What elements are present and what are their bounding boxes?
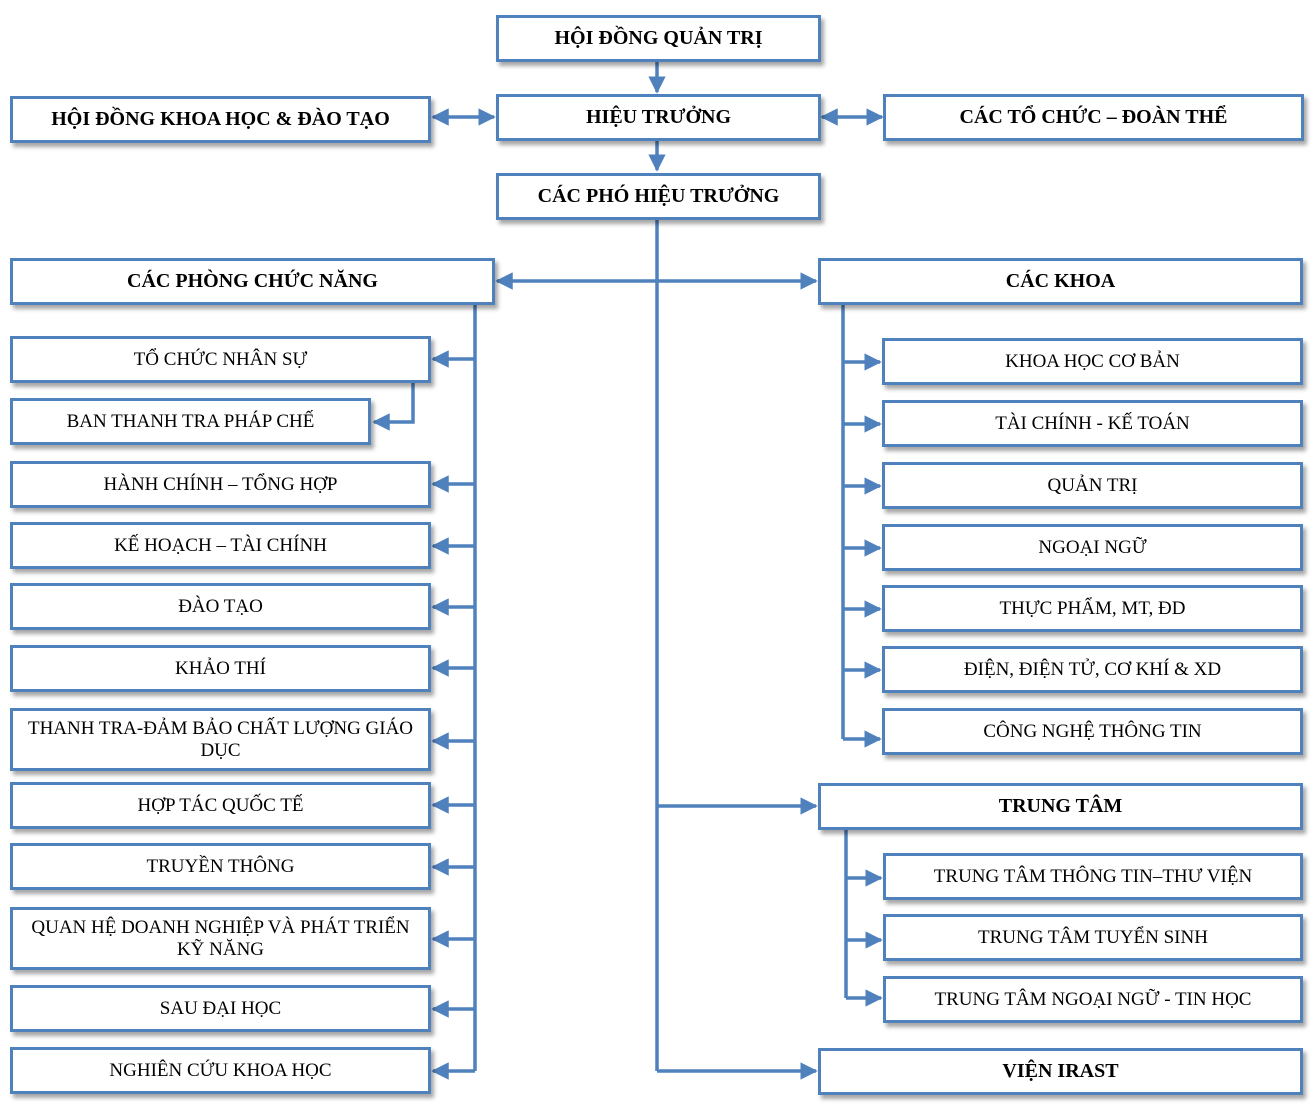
rector-box: HIỆU TRƯỞNG bbox=[496, 94, 821, 141]
departments-title: CÁC PHÒNG CHỨC NĂNG bbox=[127, 270, 378, 292]
departments-header: CÁC PHÒNG CHỨC NĂNG bbox=[10, 258, 495, 305]
center-item: TRUNG TÂM THÔNG TIN–THƯ VIỆN bbox=[883, 853, 1303, 900]
faculty-item: NGOẠI NGỮ bbox=[882, 524, 1303, 571]
department-item: NGHIÊN CỨU KHOA HỌC bbox=[10, 1047, 431, 1094]
center-item: TRUNG TÂM NGOẠI NGỮ - TIN HỌC bbox=[883, 976, 1303, 1023]
vice-rectors-box: CÁC PHÓ HIỆU TRƯỞNG bbox=[496, 173, 821, 220]
rector-label: HIỆU TRƯỞNG bbox=[585, 106, 732, 128]
organizations-box: CÁC TỔ CHỨC – ĐOÀN THỂ bbox=[883, 94, 1304, 141]
faculty-item: THỰC PHẨM, MT, ĐD bbox=[882, 585, 1303, 632]
department-item: KẾ HOẠCH – TÀI CHÍNH bbox=[10, 522, 431, 569]
department-item: TRUYỀN THÔNG bbox=[10, 843, 431, 890]
faculties-title: CÁC KHOA bbox=[1005, 270, 1116, 292]
faculty-item: QUẢN TRỊ bbox=[882, 462, 1303, 509]
institute-title: VIỆN IRAST bbox=[1002, 1060, 1119, 1082]
center-item: TRUNG TÂM TUYỂN SINH bbox=[883, 914, 1303, 961]
faculty-item: CÔNG NGHỆ THÔNG TIN bbox=[882, 708, 1303, 755]
department-item: SAU ĐẠI HỌC bbox=[10, 985, 431, 1032]
science-council-label: HỘI ĐỒNG KHOA HỌC & ĐÀO TẠO bbox=[51, 108, 390, 130]
institute-box: VIỆN IRAST bbox=[818, 1048, 1303, 1095]
department-item: HÀNH CHÍNH – TỔNG HỢP bbox=[10, 461, 431, 508]
centers-header: TRUNG TÂM bbox=[818, 783, 1303, 830]
department-item: ĐÀO TẠO bbox=[10, 583, 431, 630]
faculty-item: TÀI CHÍNH - KẾ TOÁN bbox=[882, 400, 1303, 447]
faculties-header: CÁC KHOA bbox=[818, 258, 1303, 305]
board-box: HỘI ĐỒNG QUẢN TRỊ bbox=[496, 15, 821, 62]
department-item: THANH TRA-ĐẢM BẢO CHẤT LƯỢNG GIÁO DỤC bbox=[10, 708, 431, 771]
faculty-item: ĐIỆN, ĐIỆN TỬ, CƠ KHÍ & XD bbox=[882, 646, 1303, 693]
department-item: HỢP TÁC QUỐC TẾ bbox=[10, 782, 431, 829]
faculty-item: KHOA HỌC CƠ BẢN bbox=[882, 338, 1303, 385]
department-item: BAN THANH TRA PHÁP CHẾ bbox=[10, 398, 371, 445]
department-item: TỔ CHỨC NHÂN SỰ bbox=[10, 336, 431, 383]
department-item: QUAN HỆ DOANH NGHIỆP VÀ PHÁT TRIỂN KỸ NĂ… bbox=[10, 907, 431, 970]
organizations-label: CÁC TỔ CHỨC – ĐOÀN THỂ bbox=[959, 106, 1228, 128]
department-item: KHẢO THÍ bbox=[10, 645, 431, 692]
vice-rectors-label: CÁC PHÓ HIỆU TRƯỞNG bbox=[537, 185, 780, 207]
centers-title: TRUNG TÂM bbox=[998, 795, 1123, 817]
board-label: HỘI ĐỒNG QUẢN TRỊ bbox=[554, 27, 763, 49]
science-council-box: HỘI ĐỒNG KHOA HỌC & ĐÀO TẠO bbox=[10, 96, 431, 143]
